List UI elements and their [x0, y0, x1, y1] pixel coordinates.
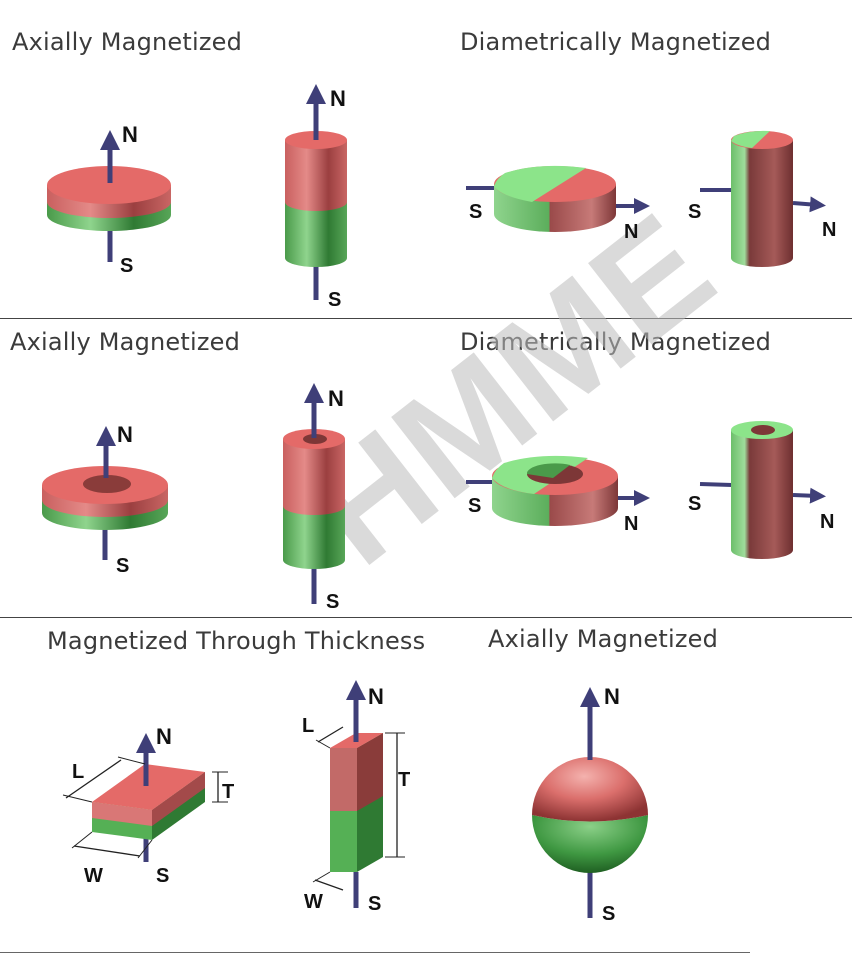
pole-north-label: N — [624, 513, 638, 535]
pole-south-label: S — [469, 201, 482, 223]
diametric-tube-magnet: S N — [688, 421, 834, 559]
pole-north-label: N — [117, 422, 133, 447]
diametric-disc-magnet: S N — [466, 165, 650, 243]
pole-south-label: S — [688, 493, 701, 515]
sphere-magnet: N S — [532, 684, 648, 925]
pole-south-label: S — [156, 865, 169, 887]
pole-south-label: S — [120, 255, 133, 277]
title-axial-disc: Axially Magnetized — [12, 28, 243, 56]
pole-south-label: S — [326, 591, 339, 613]
pole-north-label: N — [368, 684, 384, 709]
pole-south-label: S — [688, 201, 701, 223]
dimension-length-label: L — [302, 715, 314, 737]
watermark-text: HMME — [278, 182, 743, 597]
dimension-width-label: W — [304, 891, 323, 913]
divider-row1 — [0, 318, 852, 319]
divider-bottom — [0, 952, 750, 953]
pole-north-label: N — [156, 724, 172, 749]
title-diametric-ring: Diametrically Magnetized — [460, 328, 772, 356]
diametric-cylinder-magnet: S N — [688, 130, 836, 267]
dimension-width-label: W — [84, 865, 103, 887]
dimension-thickness-label: T — [222, 781, 234, 803]
axial-cylinder-magnet: N S — [285, 84, 347, 311]
title-axial-ring: Axially Magnetized — [10, 328, 241, 356]
axial-disc-magnet: N S — [47, 122, 171, 277]
divider-row2 — [0, 617, 852, 618]
pole-south-label: S — [368, 893, 381, 915]
block-magnet-tall: L T W N S — [302, 680, 410, 915]
watermark: HMME — [278, 182, 743, 597]
pole-north-label: N — [822, 219, 836, 241]
pole-south-label: S — [116, 555, 129, 577]
title-axial-sphere: Axially Magnetized — [488, 625, 719, 653]
pole-south-label: S — [468, 495, 481, 517]
dimension-length-label: L — [72, 761, 84, 783]
pole-north-label: N — [624, 221, 638, 243]
pole-north-label: N — [604, 684, 620, 709]
pole-north-label: N — [330, 86, 346, 111]
block-magnet-flat: L T W N S — [62, 724, 234, 887]
title-diametric-disc: Diametrically Magnetized — [460, 28, 772, 56]
pole-north-label: N — [122, 122, 138, 147]
pole-north-label: N — [328, 386, 344, 411]
title-block-thickness: Magnetized Through Thickness — [47, 627, 426, 655]
pole-north-label: N — [820, 511, 834, 533]
dimension-thickness-label: T — [398, 769, 410, 791]
axial-ring-magnet: N S — [42, 422, 168, 577]
pole-south-label: S — [328, 289, 341, 311]
axial-tube-magnet: N S — [283, 383, 345, 613]
pole-south-label: S — [602, 903, 615, 925]
diametric-ring-magnet: S N — [466, 455, 650, 535]
